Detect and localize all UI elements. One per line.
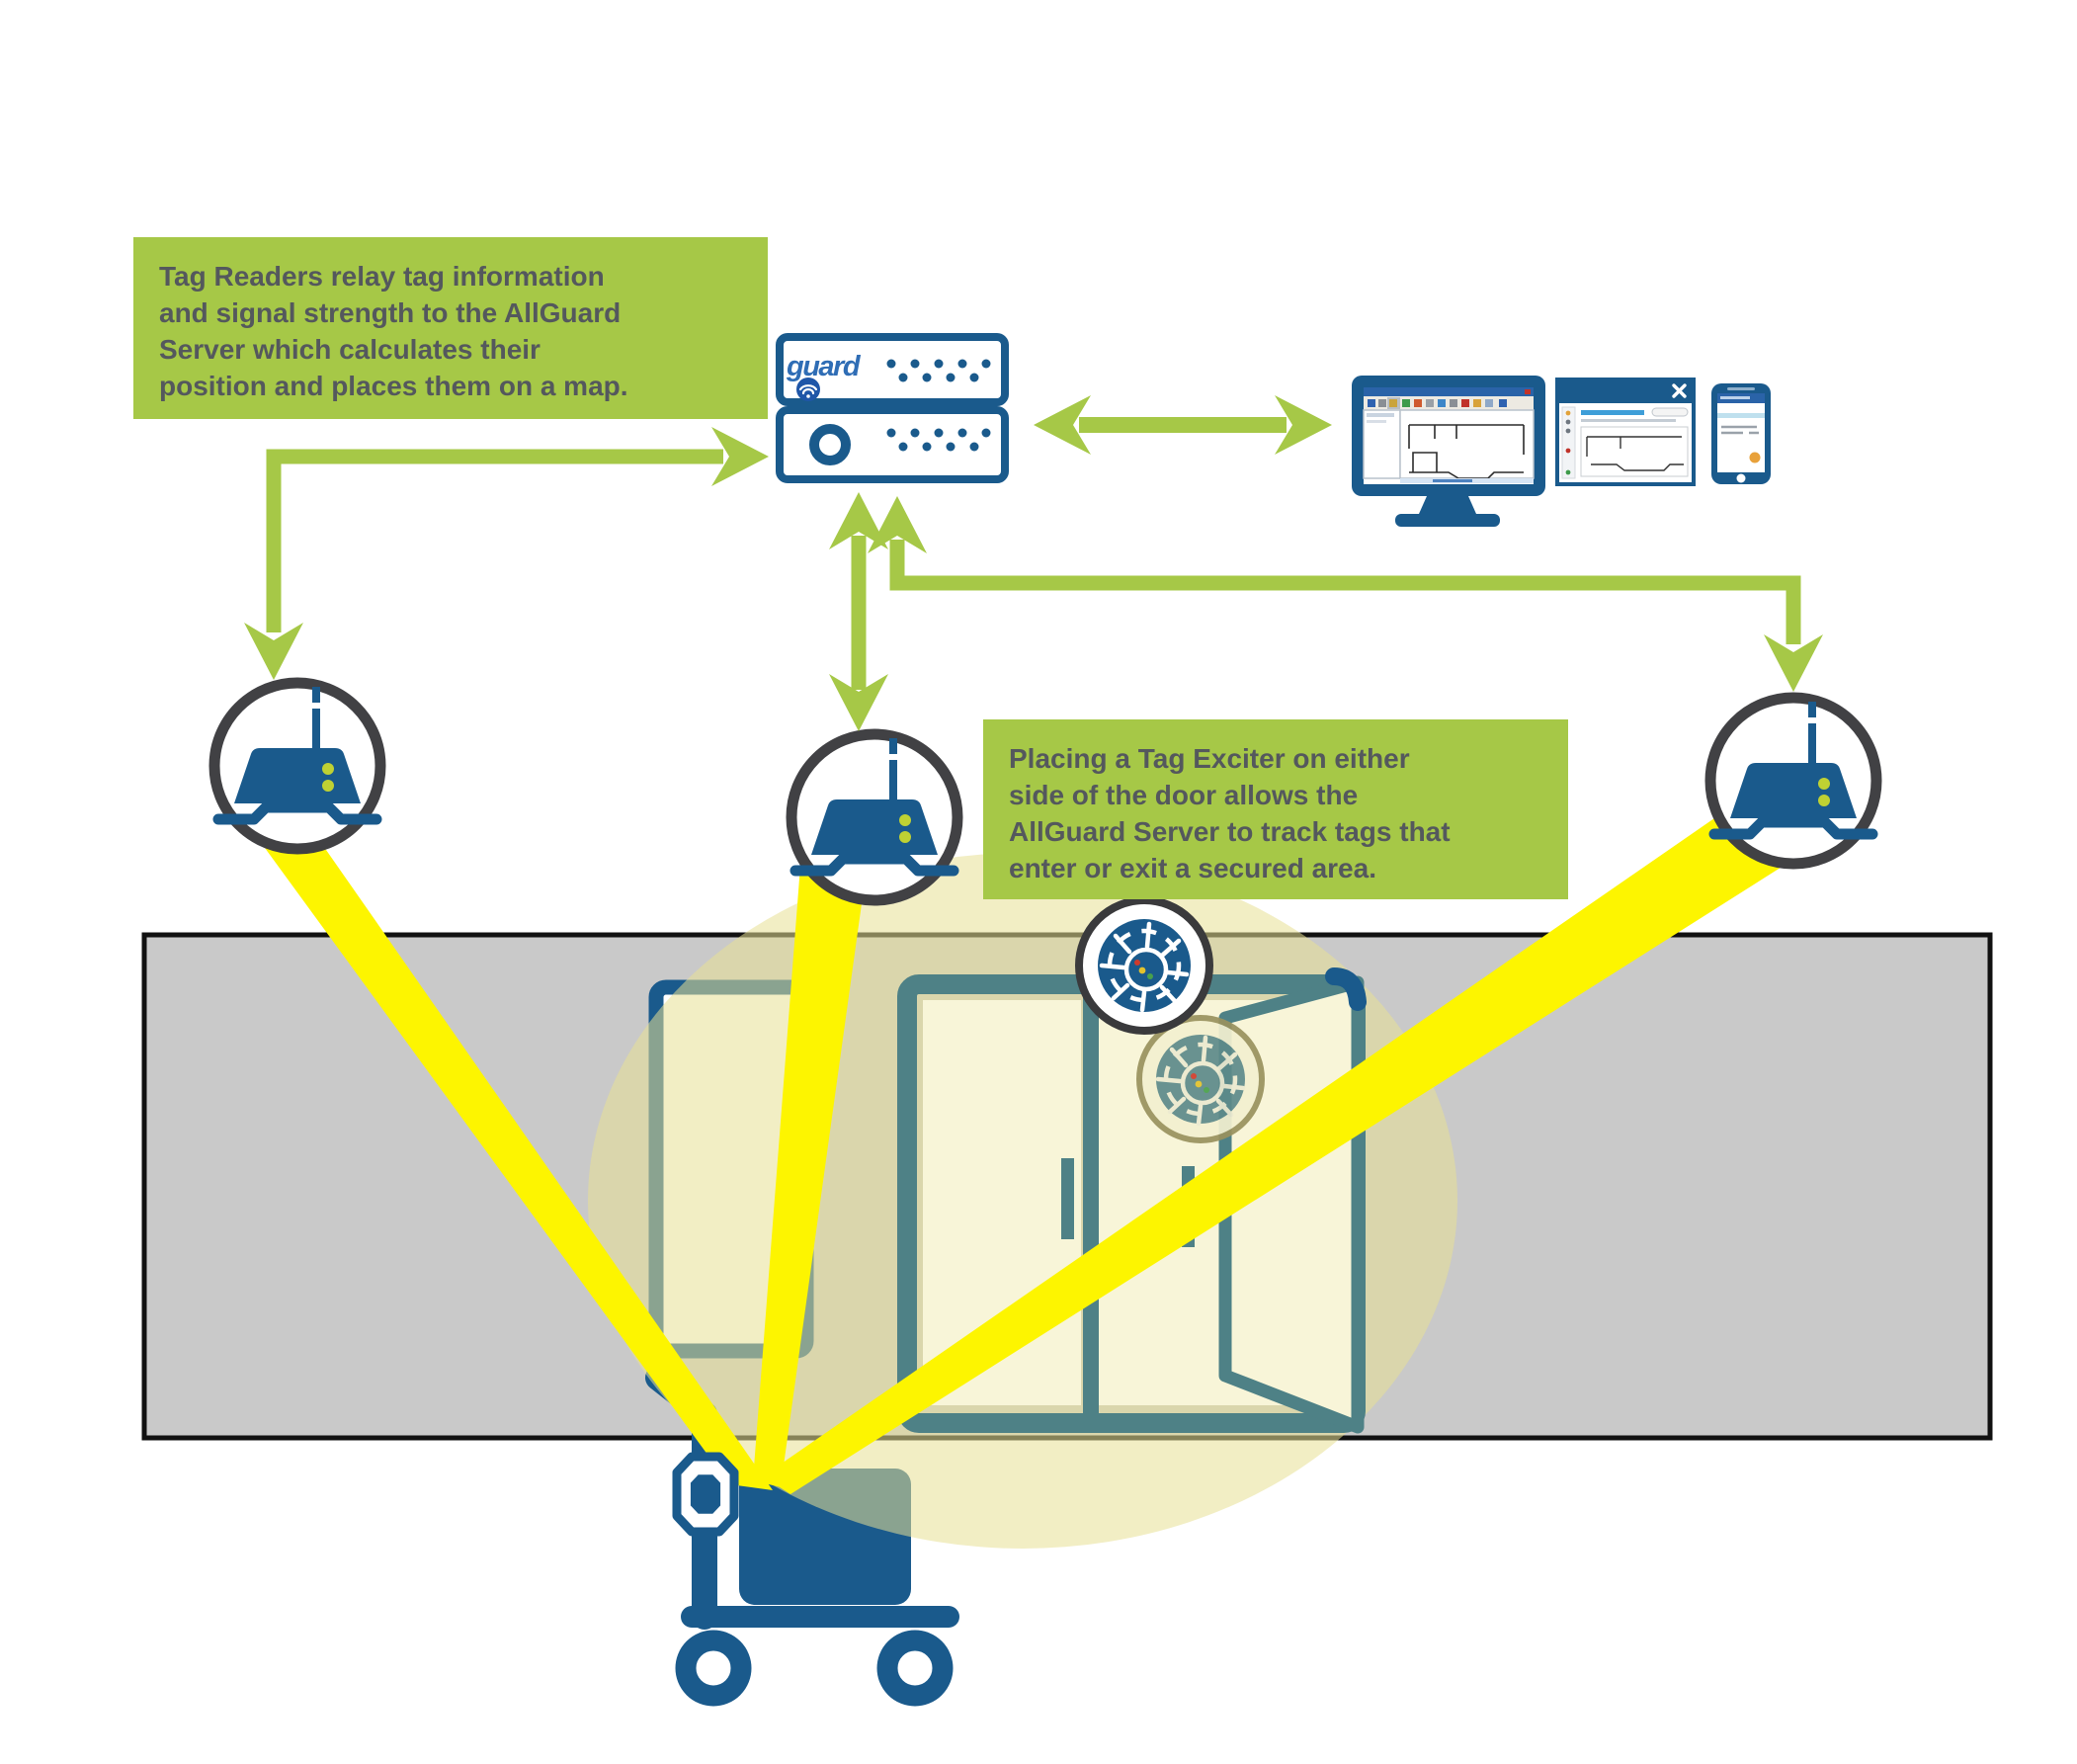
server-led-dots-bottom (886, 428, 991, 452)
server-power-ring-icon (809, 424, 851, 465)
mobile-phone (1711, 383, 1771, 484)
web-sidebar (1561, 406, 1576, 479)
beam-left-reader (230, 800, 773, 1490)
phone-list-lines (1721, 425, 1759, 435)
tag-exciter-inner-icon (1136, 1015, 1265, 1143)
guard-logo: guard (786, 351, 863, 401)
door-center-post (1083, 994, 1099, 1423)
monitor-stand (1419, 496, 1476, 514)
desktop-monitor (1352, 376, 1545, 527)
flow-arrows (244, 395, 1823, 731)
cart-wheel-left (675, 1630, 752, 1707)
web-breadcrumb (1581, 410, 1644, 415)
tag-exciter-icon (1075, 896, 1213, 1035)
toolbar-icons (1368, 397, 1507, 409)
arrow-callout-elbow (266, 449, 723, 632)
asset-tag (672, 1452, 739, 1537)
tag-reader-middle (786, 728, 963, 906)
arrowhead-up2-icon (868, 496, 927, 553)
floor-plan-drawing (1408, 424, 1525, 479)
locating-beams (230, 800, 1784, 1494)
close-icon[interactable] (1672, 383, 1687, 398)
arrowhead-to-left-reader-icon (244, 623, 303, 680)
web-floor-plan (1586, 436, 1684, 471)
door-frame-corner (1325, 967, 1367, 1011)
monitor-base (1395, 514, 1500, 527)
phone-fab-icon[interactable] (1749, 452, 1761, 463)
app-close-icon (1525, 389, 1531, 394)
web-search-pill[interactable] (1651, 407, 1689, 417)
phone-tab-bar (1717, 413, 1765, 418)
arrowhead-to-right-reader-icon (1764, 634, 1823, 692)
web-map-canvas (1580, 426, 1689, 477)
arrowhead-down-icon (829, 674, 888, 731)
cart-wheel-right (876, 1630, 954, 1707)
arrow-right-reader-elbow (889, 540, 1801, 644)
door-handle-left (1061, 1158, 1074, 1239)
tag-reader-left (208, 677, 386, 855)
arrowhead-left-icon (1034, 395, 1091, 455)
phone-speaker (1727, 387, 1755, 390)
callout-tag-readers: Tag Readers relay tag information and si… (133, 237, 768, 419)
window-titlebar (1557, 379, 1694, 403)
beam-right-reader (763, 818, 1784, 1494)
web-client-window (1555, 378, 1696, 486)
callout-tag-exciter: Placing a Tag Exciter on either side of … (983, 719, 1568, 899)
server-unit-top (776, 333, 1009, 406)
allguard-server: guard (776, 333, 1009, 483)
app-titlebar (1364, 387, 1534, 396)
server-logo-text: guard (786, 351, 862, 382)
arrowhead-to-server-icon (711, 427, 769, 486)
beam-middle-reader (753, 866, 864, 1487)
phone-home-button[interactable] (1736, 473, 1746, 483)
arrowhead-right-icon (1275, 395, 1332, 455)
server-led-dots-top (886, 359, 991, 382)
arrowhead-up-icon (829, 492, 888, 549)
app-map-canvas (1399, 409, 1535, 479)
tag-reader-right (1704, 692, 1882, 870)
